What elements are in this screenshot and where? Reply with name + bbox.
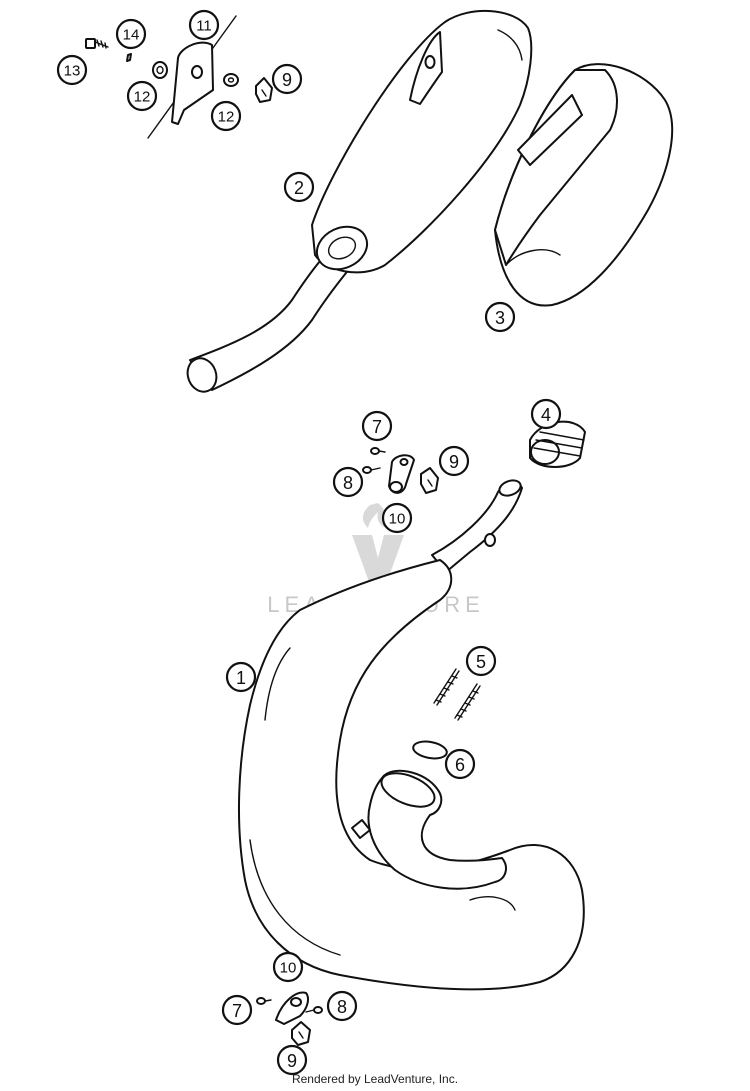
watermark-logo-icon bbox=[352, 535, 404, 590]
callout-c10-mid: 10 bbox=[381, 502, 413, 534]
nut-clip-9-top-part bbox=[255, 77, 273, 103]
callout-label: 9 bbox=[287, 1051, 297, 1071]
callout-circle bbox=[225, 661, 257, 693]
callout-c9-bottom: 9 bbox=[276, 1044, 308, 1076]
callout-c10-bottom: 10 bbox=[272, 951, 304, 983]
bolt-13-part bbox=[85, 38, 109, 49]
callout-label: 1 bbox=[236, 668, 246, 688]
callout-label: 10 bbox=[389, 511, 406, 528]
callout-circle bbox=[188, 9, 220, 41]
screw-8-mid-part bbox=[362, 466, 381, 474]
callout-circle bbox=[210, 100, 242, 132]
callout-circle bbox=[381, 502, 413, 534]
nut-clip-9-bottom-part bbox=[291, 1021, 311, 1046]
callout-circle bbox=[221, 994, 253, 1026]
watermark-flame-icon bbox=[362, 503, 388, 528]
callout-label: 14 bbox=[123, 27, 140, 44]
callout-label: 12 bbox=[134, 89, 151, 106]
callout-c4: 4 bbox=[530, 398, 562, 430]
callout-c1: 1 bbox=[225, 661, 257, 693]
callout-label: 2 bbox=[294, 178, 304, 198]
callout-circle bbox=[361, 410, 393, 442]
callout-circle bbox=[332, 466, 364, 498]
callout-c7-mid: 7 bbox=[361, 410, 393, 442]
screw-7-mid-part bbox=[370, 447, 386, 455]
callout-label: 4 bbox=[541, 405, 551, 425]
callout-circle bbox=[438, 445, 470, 477]
sleeve-4-part bbox=[529, 420, 586, 468]
callout-label: 8 bbox=[337, 997, 347, 1017]
callout-c8-bottom: 8 bbox=[326, 990, 358, 1022]
callout-c11-top: 11 bbox=[188, 9, 220, 41]
callout-circle bbox=[283, 171, 315, 203]
callout-c2: 2 bbox=[283, 171, 315, 203]
callout-circle bbox=[326, 990, 358, 1022]
callout-c7-bottom: 7 bbox=[221, 994, 253, 1026]
bracket-11-part bbox=[171, 41, 214, 125]
callout-label: 7 bbox=[372, 417, 382, 437]
clip-14-part bbox=[126, 53, 132, 62]
callout-label: 8 bbox=[343, 473, 353, 493]
callout-label: 12 bbox=[218, 109, 235, 126]
exhaust-pipe-1-part bbox=[237, 479, 585, 991]
washer-12-left-part bbox=[152, 61, 168, 79]
clamp-10-mid-part bbox=[388, 454, 415, 494]
screw-7-bottom-part bbox=[256, 997, 272, 1005]
part-callouts: 13 14 11 12 12 9 2 3 4 7 9 8 10 5 1 6 10 7 8 9 bbox=[56, 9, 562, 1076]
callout-circle bbox=[444, 748, 476, 780]
callout-circle bbox=[56, 54, 88, 86]
callout-circle bbox=[272, 951, 304, 983]
gasket-6-part bbox=[412, 740, 448, 760]
callout-c9-mid: 9 bbox=[438, 445, 470, 477]
callout-label: 7 bbox=[232, 1001, 242, 1021]
callout-c12-top-left: 12 bbox=[126, 80, 158, 112]
callout-c6: 6 bbox=[444, 748, 476, 780]
callout-c8-mid: 8 bbox=[332, 466, 364, 498]
callout-label: 11 bbox=[196, 18, 212, 35]
bracket-hardware-mid-group bbox=[362, 447, 439, 494]
nut-clip-9-mid-part bbox=[420, 467, 439, 494]
callout-circle bbox=[271, 63, 303, 95]
callout-circle bbox=[484, 301, 516, 333]
callout-c9-top: 9 bbox=[271, 63, 303, 95]
silencer-2-part bbox=[186, 10, 533, 393]
callout-c12-top-right: 12 bbox=[210, 100, 242, 132]
footer-credit: Rendered by LeadVenture, Inc. bbox=[291, 1072, 459, 1086]
washer-12-right-part bbox=[223, 73, 239, 87]
callout-label: 3 bbox=[495, 308, 505, 328]
callout-label: 9 bbox=[282, 70, 292, 90]
callout-c13-top: 13 bbox=[56, 54, 88, 86]
callout-c5: 5 bbox=[465, 645, 497, 677]
springs-5-part bbox=[433, 668, 481, 721]
heat-shield-3-part bbox=[494, 63, 674, 307]
callout-label: 13 bbox=[64, 63, 81, 80]
callout-label: 9 bbox=[449, 452, 459, 472]
bracket-hardware-bottom-group bbox=[256, 991, 323, 1046]
hanger-hardware-group bbox=[85, 15, 273, 139]
clamp-10-bottom-part bbox=[275, 991, 309, 1025]
callout-circle bbox=[126, 80, 158, 112]
callout-c14-top: 14 bbox=[115, 18, 147, 50]
callout-circle bbox=[276, 1044, 308, 1076]
screw-8-bottom-part bbox=[305, 1006, 323, 1014]
callout-c3: 3 bbox=[484, 301, 516, 333]
callout-circle bbox=[115, 18, 147, 50]
callout-label: 10 bbox=[280, 960, 297, 977]
callout-label: 6 bbox=[455, 755, 465, 775]
callout-circle bbox=[465, 645, 497, 677]
callout-circle bbox=[530, 398, 562, 430]
callout-label: 5 bbox=[476, 652, 486, 672]
